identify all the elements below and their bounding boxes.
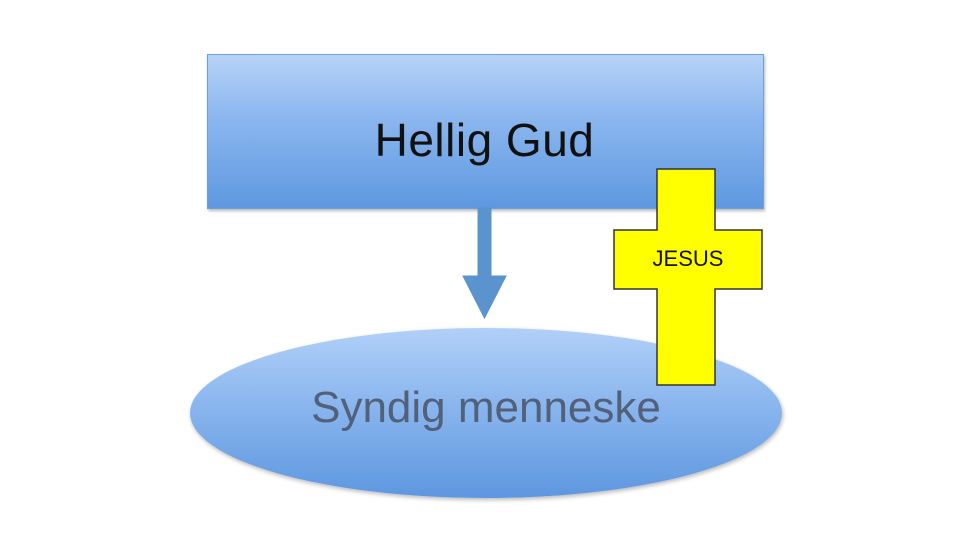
jesus-label: JESUS xyxy=(652,246,724,271)
sinful-man-label: Syndig menneske xyxy=(311,383,661,432)
down-arrow-shape xyxy=(462,207,507,320)
cross-shape xyxy=(613,168,763,386)
down-arrow-icon xyxy=(462,207,507,320)
cross-icon xyxy=(613,168,763,386)
holy-god-label: Hellig Gud xyxy=(374,114,595,166)
